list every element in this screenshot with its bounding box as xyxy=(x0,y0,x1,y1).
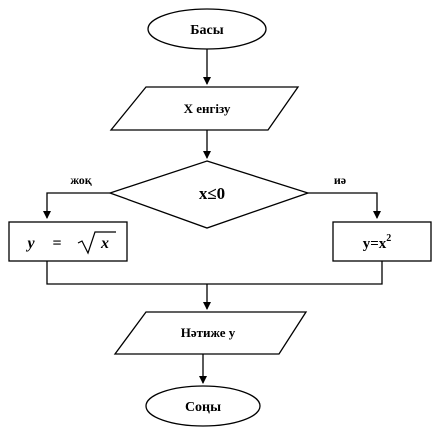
start-terminator: Басы xyxy=(147,8,267,50)
arrow-condition-to-left xyxy=(43,192,110,219)
sqrt-equals: = xyxy=(52,235,61,252)
condition-label: x≤0 xyxy=(199,184,225,203)
condition-diamond: x≤0 xyxy=(108,160,311,229)
input-label: X енгізу xyxy=(184,101,231,116)
output-label: Нәтиже y xyxy=(181,325,236,340)
square-base: y=x xyxy=(363,236,387,252)
input-parallelogram: X енгізу xyxy=(109,86,300,131)
sqrt-process-box: y = x xyxy=(8,221,128,262)
end-label: Соңы xyxy=(185,400,221,415)
sqrt-argument: x xyxy=(100,235,109,252)
square-process-box: y=x2 xyxy=(332,221,432,262)
branch-yes-label: иә xyxy=(334,173,346,187)
radical-sign xyxy=(77,231,116,255)
output-parallelogram: Нәтиже y xyxy=(113,311,308,355)
arrow-condition-to-right xyxy=(308,192,381,219)
end-terminator: Соңы xyxy=(145,385,261,427)
merge-line xyxy=(46,261,383,285)
sqrt-lhs: y xyxy=(25,235,35,252)
square-exponent: 2 xyxy=(386,233,391,244)
branch-no-label: жоқ xyxy=(70,173,91,187)
square-formula: y=x2 xyxy=(363,233,392,252)
start-label: Басы xyxy=(190,23,223,38)
